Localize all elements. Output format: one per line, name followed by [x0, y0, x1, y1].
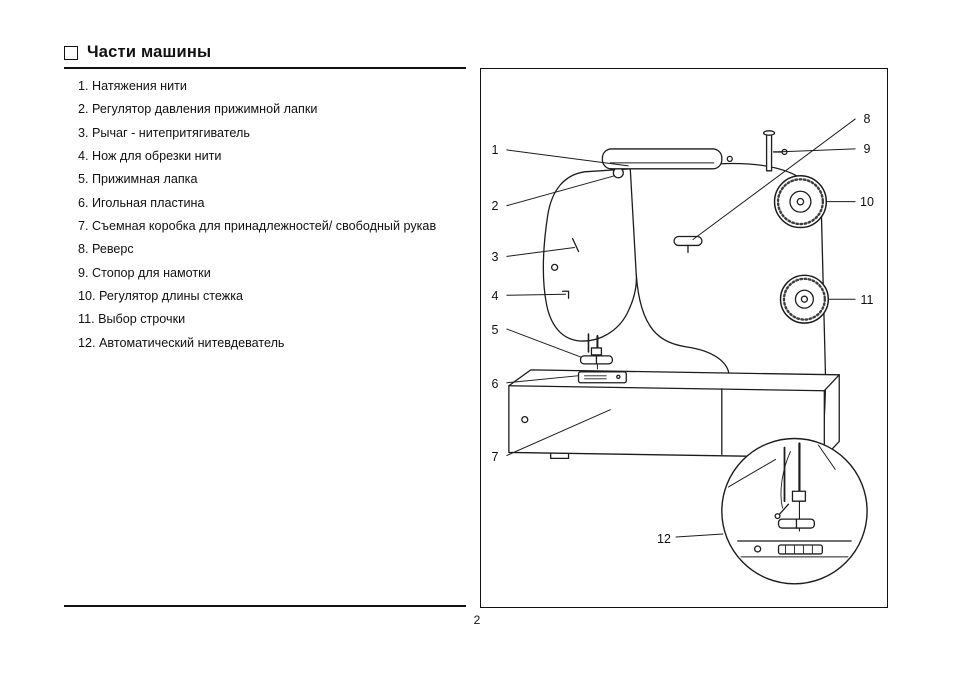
callout-3: 3	[491, 249, 499, 264]
accessory-box-latch	[521, 415, 529, 424]
part-item-6: 6. Игольная пластина	[78, 195, 205, 210]
page-title: Части машины	[87, 43, 212, 61]
callout-12: 12	[657, 531, 671, 546]
part-item-3: 3. Рычаг - нитепритягиватель	[78, 125, 250, 140]
sewing-machine-illustration	[506, 118, 868, 585]
callout-11: 11	[860, 292, 874, 307]
thread-guide	[551, 263, 559, 271]
needle-assembly	[579, 333, 613, 370]
leader-lines	[506, 118, 856, 538]
take-up-lever	[571, 237, 580, 253]
callout-10: 10	[860, 194, 874, 209]
part-item-4: 4. Нож для обрезки нити	[78, 149, 222, 164]
parts-list: 1. Натяжения нити 2. Регулятор давления …	[78, 79, 436, 359]
part-item-9: 9. Стопор для намотки	[78, 265, 211, 280]
callout-2: 2	[491, 198, 499, 213]
part-item-7: 7. Съемная коробка для принадлежностей/ …	[78, 219, 437, 234]
pattern-selector-dial	[779, 274, 830, 324]
spool-pin	[762, 130, 788, 172]
part-item-11: 11. Выбор строчки	[78, 312, 186, 327]
reverse-lever	[673, 235, 703, 254]
part-item-10: 10. Регулятор длины стежка	[78, 289, 244, 304]
part-item-8: 8. Реверс	[78, 242, 134, 257]
needle-plate	[577, 371, 627, 384]
needle-threader	[778, 503, 790, 515]
thread-line	[780, 450, 791, 509]
callout-8: 8	[863, 111, 871, 126]
callout-6: 6	[491, 376, 499, 391]
part-item-2: 2. Регулятор давления прижимной лапки	[78, 102, 318, 117]
carry-handle	[601, 148, 733, 170]
diagram-box: 1 2 3 4 5 6 7 8 9 10 11 12	[480, 68, 888, 608]
callout-9: 9	[863, 141, 871, 156]
stitch-length-dial	[773, 175, 828, 229]
thread-cutter	[561, 290, 570, 299]
part-item-1: 1. Натяжения нити	[78, 79, 187, 93]
part-item-12: 12. Автоматический нитевдеватель	[78, 335, 285, 350]
part-item-5: 5. Прижимная лапка	[78, 172, 198, 187]
feed-dog-slot	[777, 544, 823, 555]
arm-underside	[635, 273, 730, 374]
section-square-icon	[64, 45, 78, 60]
callout-1: 1	[491, 142, 499, 157]
machine-foot	[550, 452, 570, 460]
machine-base	[508, 369, 840, 464]
callout-7: 7	[491, 449, 499, 464]
callout-4: 4	[491, 288, 499, 303]
machine-head	[542, 167, 638, 342]
heading-rule	[64, 67, 466, 69]
page-number: 2	[473, 613, 481, 627]
section-heading: Части машины	[64, 43, 211, 62]
footer-rule	[64, 605, 466, 607]
callout-5: 5	[491, 322, 499, 337]
inset-detail-circle	[721, 437, 868, 585]
